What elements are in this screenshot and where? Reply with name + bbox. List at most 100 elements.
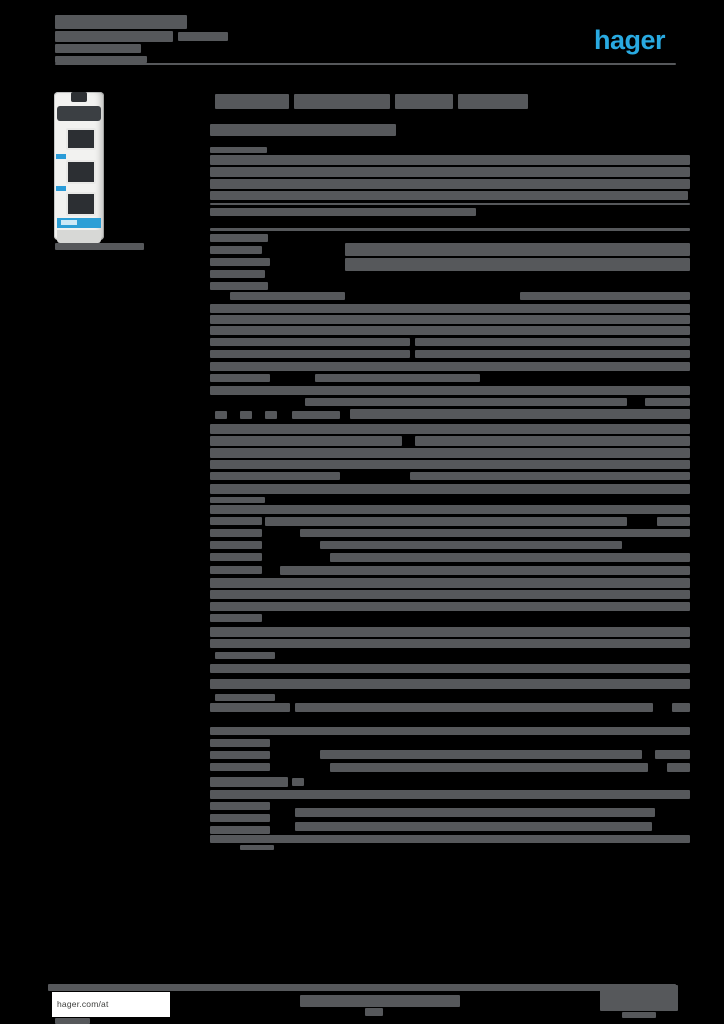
redacted-text-bar <box>210 517 262 525</box>
redacted-text-bar <box>210 362 690 371</box>
redacted-text-bar <box>210 602 690 611</box>
redacted-text-bar <box>210 350 410 358</box>
redacted-text-bar <box>215 694 275 701</box>
redacted-text-bar <box>210 374 270 382</box>
redacted-text-bar <box>265 411 277 419</box>
redacted-text-bar <box>178 32 228 41</box>
redacted-text-bar <box>210 751 270 759</box>
redacted-text-bar <box>240 411 252 419</box>
redacted-text-bar <box>210 814 270 822</box>
redacted-text-bar <box>210 777 288 787</box>
redacted-text-bar <box>210 627 690 637</box>
redacted-text-bar <box>230 292 345 300</box>
redacted-text-bar <box>210 835 690 843</box>
redacted-text-bar <box>210 246 262 254</box>
redacted-text-bar <box>667 763 690 772</box>
redacted-text-bar <box>305 398 627 406</box>
redacted-text-bar <box>520 292 690 300</box>
redacted-text-bar <box>295 808 655 817</box>
redacted-text-bar <box>645 398 690 406</box>
redacted-text-bar <box>210 497 265 503</box>
redacted-text-bar <box>600 985 678 1011</box>
redacted-text-bar <box>415 350 690 358</box>
redacted-text-bar <box>210 739 270 747</box>
redacted-text-bar <box>330 553 690 562</box>
redacted-text-bar <box>415 338 690 346</box>
redacted-text-bar <box>210 315 690 324</box>
redacted-text-bar <box>320 541 622 549</box>
redacted-text-bar <box>55 56 147 63</box>
redacted-text-bar <box>415 436 690 446</box>
product-blue-band <box>57 218 101 228</box>
redacted-text-bar <box>345 258 690 271</box>
redacted-text-bar <box>365 1008 383 1016</box>
redacted-text-bar <box>210 228 690 231</box>
product-body <box>54 92 104 243</box>
fuse-window-2 <box>66 160 96 184</box>
footer-site-link[interactable]: hager.com/at <box>57 999 109 1009</box>
redacted-text-bar <box>210 679 690 689</box>
redacted-text-bar <box>295 703 653 712</box>
redacted-text-bar <box>210 179 690 189</box>
redacted-text-bar <box>55 63 676 65</box>
redacted-text-bar <box>294 94 390 109</box>
redacted-text-bar <box>210 386 690 395</box>
product-base <box>57 230 101 243</box>
redacted-text-bar <box>672 703 690 712</box>
redacted-text-bar <box>210 147 267 153</box>
product-blue-band-text <box>61 220 77 225</box>
redacted-text-bar <box>300 529 690 537</box>
redacted-text-bar <box>210 703 290 712</box>
redacted-text-bar <box>215 411 227 419</box>
redacted-text-bar <box>210 505 690 514</box>
redacted-text-bar <box>622 1012 656 1018</box>
redacted-text-bar <box>210 553 262 561</box>
redacted-text-bar <box>330 763 648 772</box>
redacted-text-bar <box>210 566 262 574</box>
footer-site-box: hager.com/at <box>52 992 170 1017</box>
redacted-text-bar <box>210 338 410 346</box>
fuse-window-3 <box>66 192 96 216</box>
redacted-text-bar <box>210 578 690 588</box>
redacted-text-bar <box>410 472 690 480</box>
redacted-text-bar <box>350 409 690 419</box>
redacted-text-bar <box>55 44 141 53</box>
redacted-text-bar <box>210 664 690 673</box>
blue-label-1 <box>56 154 66 159</box>
redacted-text-bar <box>210 826 270 834</box>
redacted-text-bar <box>292 411 340 419</box>
redacted-text-bar <box>48 984 676 991</box>
redacted-text-bar <box>210 436 402 446</box>
redacted-text-bar <box>210 448 690 458</box>
product-handle-tab <box>71 92 87 102</box>
redacted-text-bar <box>210 282 268 290</box>
redacted-text-bar <box>215 94 289 109</box>
redacted-text-bar <box>210 472 340 480</box>
redacted-text-bar <box>55 1018 90 1024</box>
redacted-text-bar <box>315 374 480 382</box>
redacted-text-bar <box>210 258 270 266</box>
hager-logo: hager <box>594 25 666 55</box>
product-photo <box>54 88 104 243</box>
redacted-text-bar <box>320 750 642 759</box>
redacted-text-bar <box>210 639 690 648</box>
redacted-text-bar <box>210 763 270 771</box>
redacted-text-bar <box>345 243 690 256</box>
blue-label-2 <box>56 186 66 191</box>
redacted-text-bar <box>210 167 690 177</box>
redacted-text-bar <box>210 727 690 735</box>
redacted-text-bar <box>265 517 627 526</box>
redacted-text-bar <box>55 15 187 29</box>
redacted-text-bar <box>300 995 460 1007</box>
redacted-text-bar <box>210 326 690 335</box>
redacted-text-bar <box>292 778 304 786</box>
redacted-text-bar <box>55 31 173 42</box>
redacted-text-bar <box>458 94 528 109</box>
redacted-text-bar <box>210 614 262 622</box>
redacted-text-bar <box>210 790 690 799</box>
redacted-text-bar <box>210 529 262 537</box>
redacted-text-bar <box>240 845 274 850</box>
redacted-text-bar <box>210 155 690 165</box>
redacted-text-bar <box>210 270 265 278</box>
